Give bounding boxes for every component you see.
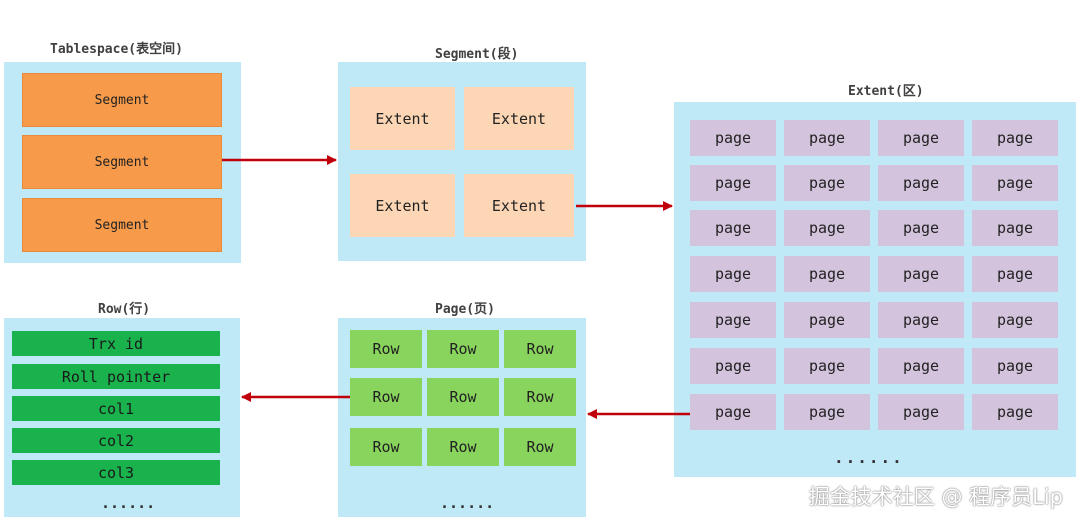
extent-title: Extent(区) <box>848 84 924 99</box>
extent-page: page <box>878 394 964 430</box>
tablespace-title: Tablespace(表空间) <box>50 42 183 57</box>
segment-extent: Extent <box>350 87 455 150</box>
page-ellipsis: ...... <box>440 494 495 512</box>
row-ellipsis: ...... <box>101 494 156 512</box>
page-row: Row <box>427 428 499 466</box>
segment-extent: Extent <box>350 174 455 237</box>
row-field: col2 <box>12 428 220 453</box>
extent-page: page <box>784 302 870 338</box>
segment-extent: Extent <box>464 174 574 237</box>
extent-page: page <box>690 348 776 384</box>
extent-page: page <box>972 165 1058 201</box>
row-field: col3 <box>12 460 220 485</box>
extent-page: page <box>784 120 870 156</box>
extent-page: page <box>878 120 964 156</box>
page-title: Page(页) <box>435 302 495 317</box>
tablespace-panel: Segment Segment Segment <box>4 62 241 263</box>
extent-page: page <box>878 302 964 338</box>
extent-page: page <box>784 256 870 292</box>
tablespace-segment: Segment <box>22 135 222 189</box>
extent-page: page <box>972 210 1058 246</box>
extent-page: page <box>784 210 870 246</box>
tablespace-segment: Segment <box>22 73 222 127</box>
extent-page: page <box>878 210 964 246</box>
page-row: Row <box>427 330 499 368</box>
extent-page: page <box>690 256 776 292</box>
page-row: Row <box>504 378 576 416</box>
segment-panel: Extent Extent Extent Extent <box>338 62 586 261</box>
row-panel: Trx id Roll pointer col1 col2 col3 .....… <box>4 318 240 517</box>
watermark: 掘金技术社区 @ 程序员Lip <box>808 485 1063 509</box>
extent-page: page <box>972 348 1058 384</box>
extent-page: page <box>878 165 964 201</box>
segment-title: Segment(段) <box>435 47 519 62</box>
extent-page: page <box>784 348 870 384</box>
row-field: Roll pointer <box>12 364 220 389</box>
extent-page: page <box>972 120 1058 156</box>
row-title: Row(行) <box>98 302 151 317</box>
page-row: Row <box>504 330 576 368</box>
page-row: Row <box>350 428 422 466</box>
extent-page: page <box>972 394 1058 430</box>
page-row: Row <box>504 428 576 466</box>
segment-extent: Extent <box>464 87 574 150</box>
extent-page: page <box>690 302 776 338</box>
extent-page: page <box>784 394 870 430</box>
row-field: Trx id <box>12 331 220 356</box>
page-row: Row <box>427 378 499 416</box>
extent-page: page <box>690 120 776 156</box>
extent-page: page <box>878 256 964 292</box>
page-row: Row <box>350 330 422 368</box>
page-row: Row <box>350 378 422 416</box>
extent-page: page <box>690 210 776 246</box>
extent-page: page <box>690 165 776 201</box>
extent-page: page <box>972 302 1058 338</box>
tablespace-segment: Segment <box>22 198 222 252</box>
extent-page: page <box>784 165 870 201</box>
extent-ellipsis: ...... <box>834 448 904 467</box>
extent-page: page <box>690 394 776 430</box>
extent-page: page <box>972 256 1058 292</box>
row-field: col1 <box>12 396 220 421</box>
extent-page: page <box>878 348 964 384</box>
